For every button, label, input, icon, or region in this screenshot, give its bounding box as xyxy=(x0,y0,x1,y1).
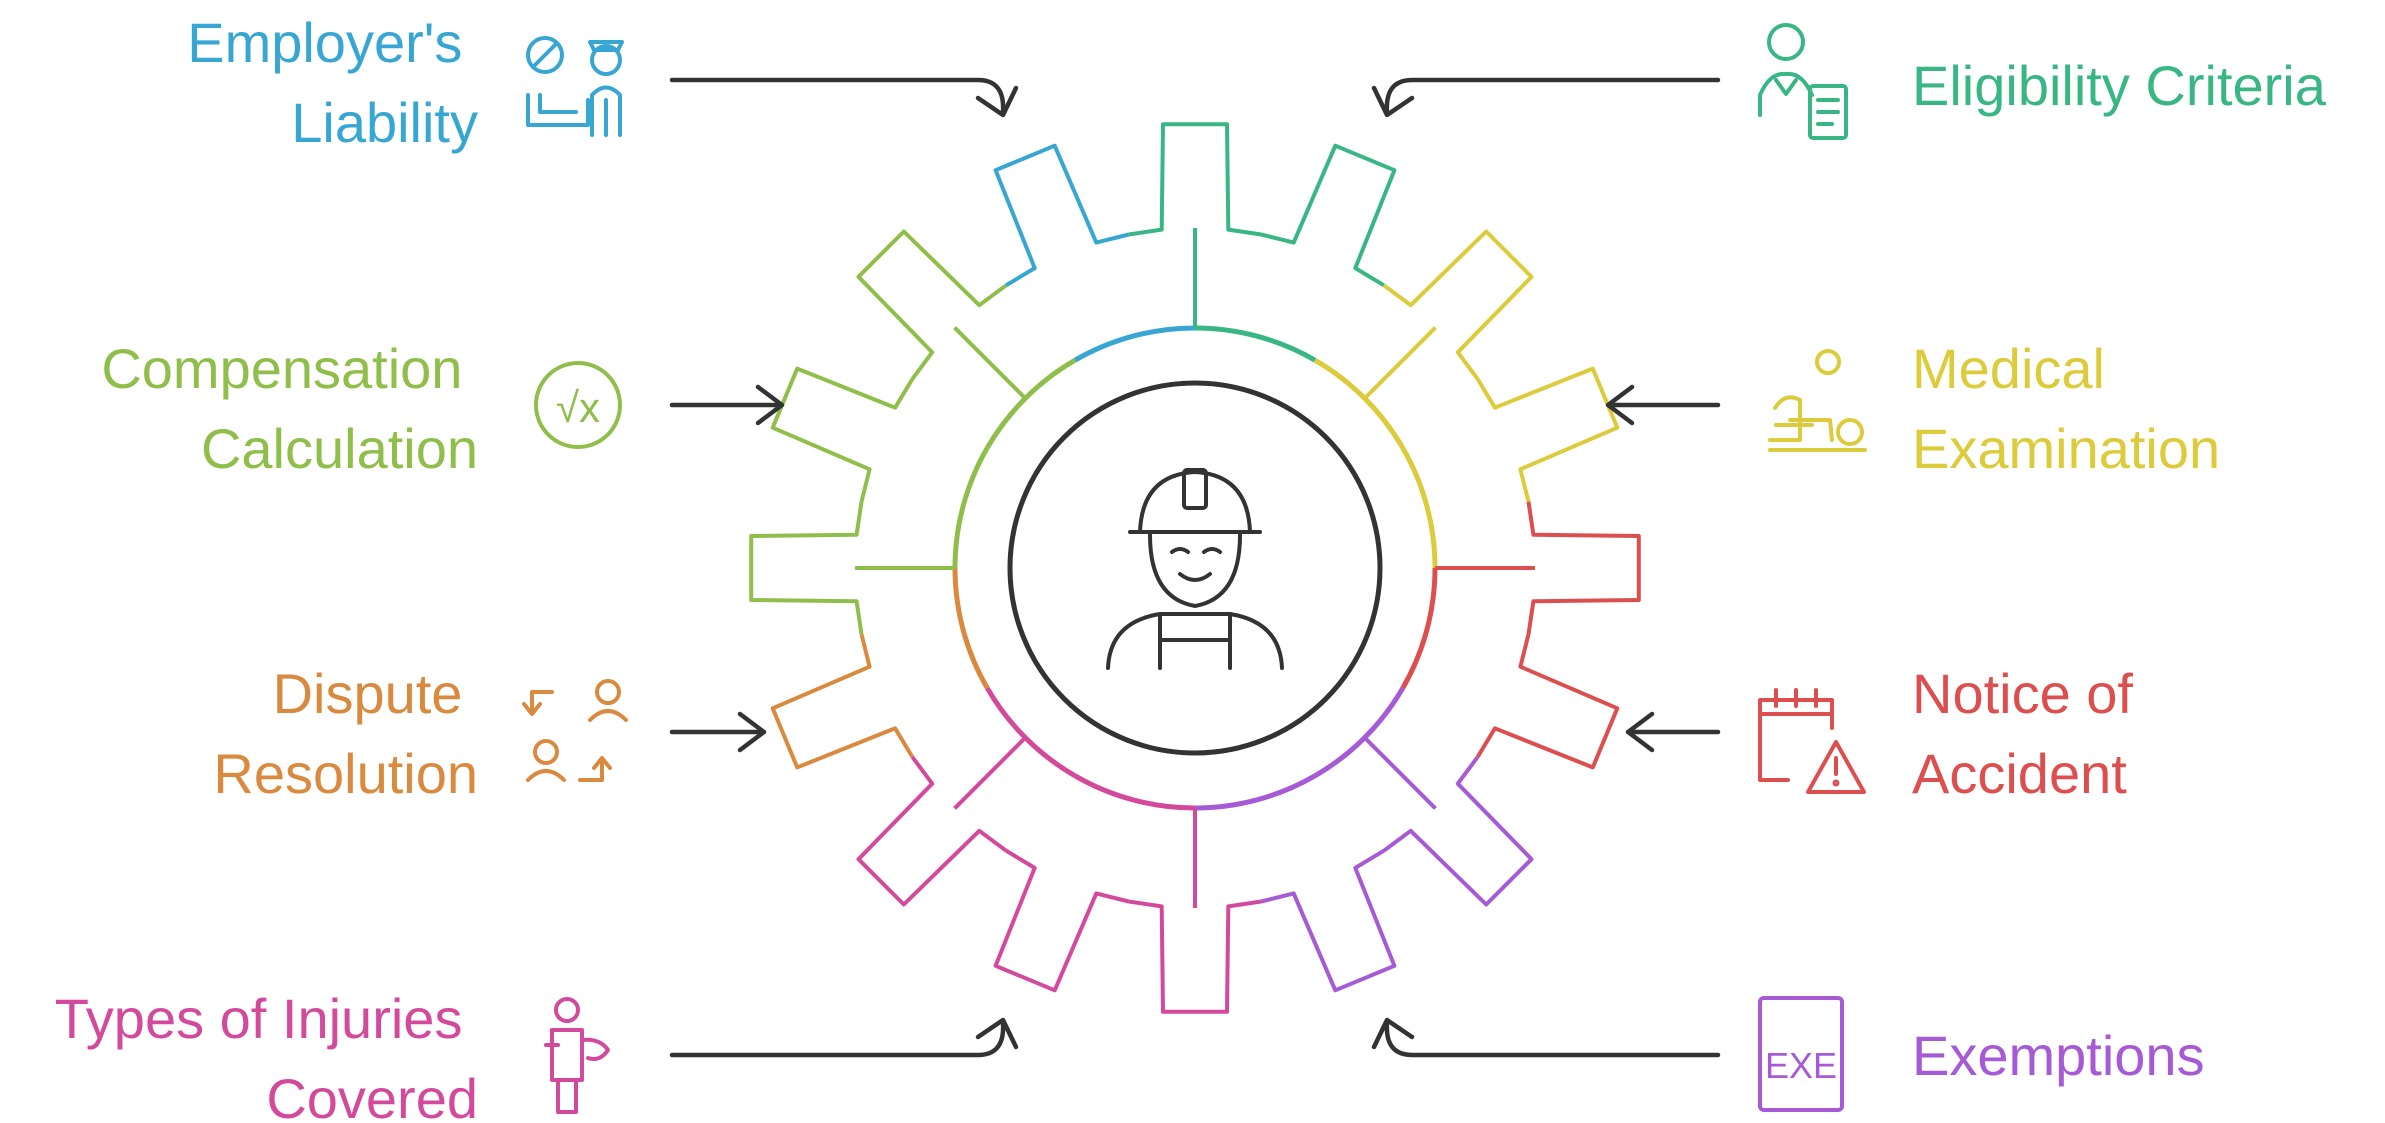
gear-spoke xyxy=(955,328,1026,399)
arrow-eligibility-criteria xyxy=(1387,80,1718,112)
gear-tooth xyxy=(1129,124,1262,234)
ring-segment xyxy=(1195,776,1315,808)
gear-tooth xyxy=(751,502,861,635)
gear-tooth xyxy=(1529,502,1639,635)
gear-spoke xyxy=(955,738,1026,809)
gear-tooth xyxy=(1478,369,1618,502)
calendar-warning-icon xyxy=(1760,690,1864,792)
gear-tooth xyxy=(1478,634,1618,767)
label-employers-liability: Employer's Liability xyxy=(187,11,478,154)
injured-person-icon xyxy=(546,999,608,1112)
label-notice-of-accident: Notice of Accident xyxy=(1912,662,2149,805)
arrow-employers-liability xyxy=(672,80,1003,112)
ring-segment xyxy=(955,448,987,568)
gear-tooth xyxy=(996,851,1129,991)
square-root-icon: √x xyxy=(536,363,620,447)
svg-text:EXE: EXE xyxy=(1765,1045,1837,1086)
employer-liability-icon xyxy=(528,38,622,135)
ring-segment xyxy=(1403,448,1435,568)
medical-examination-icon xyxy=(1770,351,1865,450)
label-medical-examination: Medical Examination xyxy=(1912,337,2220,480)
eligibility-criteria-icon xyxy=(1760,25,1846,138)
gear-tooth xyxy=(773,369,913,502)
ring-segment xyxy=(1075,776,1195,808)
ring-segment xyxy=(1075,328,1195,360)
gear-tooth xyxy=(773,634,913,767)
label-exemptions: Exemptions xyxy=(1912,1024,2205,1087)
exe-file-icon: EXE xyxy=(1760,998,1842,1110)
gear-tooth xyxy=(1129,902,1262,1012)
gear-tooth xyxy=(996,146,1129,286)
ring-segment xyxy=(1195,328,1315,360)
arrow-types-of-injuries xyxy=(672,1023,1003,1055)
label-compensation-calculation: Compensation Calculation xyxy=(101,337,478,480)
label-types-of-injuries: Types of Injuries Covered xyxy=(55,987,478,1123)
gear-spoke xyxy=(1365,738,1436,809)
svg-text:√x: √x xyxy=(556,384,600,431)
gear-tooth xyxy=(1261,146,1394,286)
gear-tooth xyxy=(1261,851,1394,991)
center-hub xyxy=(1010,383,1380,753)
dispute-resolution-icon xyxy=(524,681,626,780)
ring-segment xyxy=(955,568,987,688)
label-eligibility-criteria: Eligibility Criteria xyxy=(1912,54,2327,117)
arrow-exemptions xyxy=(1387,1023,1718,1055)
label-dispute-resolution: Dispute Resolution xyxy=(213,662,478,805)
gear-spoke xyxy=(1365,328,1436,399)
ring-segment xyxy=(1403,568,1435,688)
